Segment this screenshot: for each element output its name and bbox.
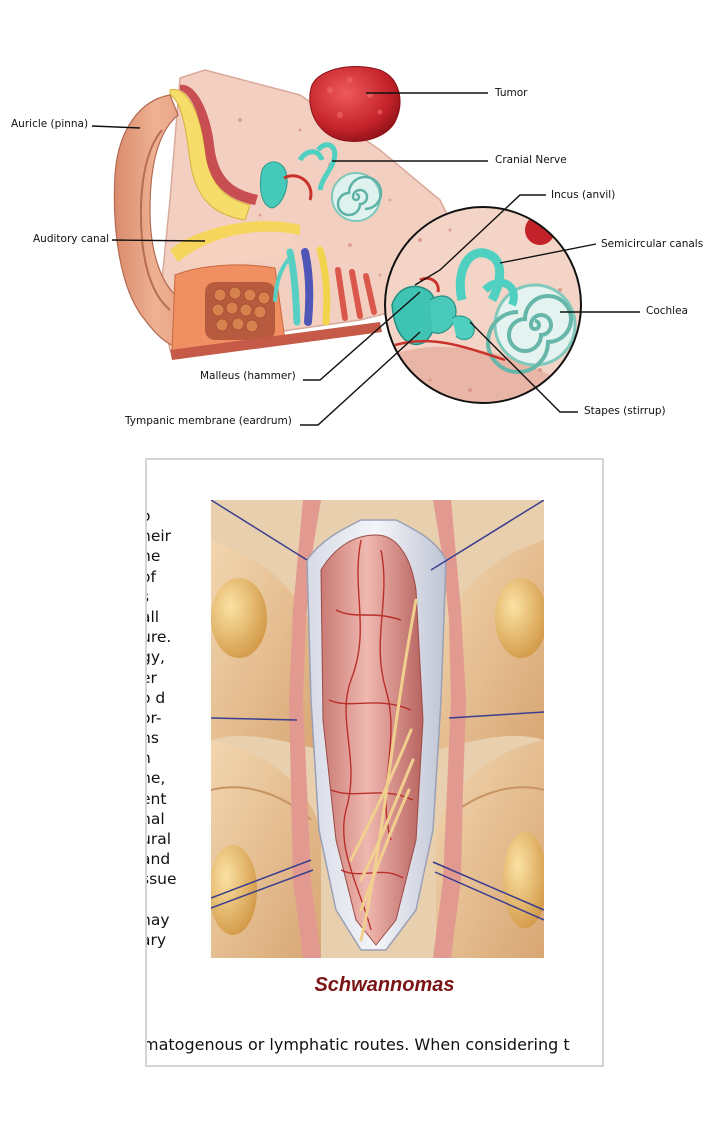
article-card: oheirheofsall ure.gy,ero dor-nsnne,entnal… [145, 458, 604, 1067]
figure-caption: Schwannomas [314, 974, 455, 996]
article-text-line: ary [147, 930, 167, 949]
article-text-line: ne, [147, 769, 166, 788]
label-stapes: Stapes (stirrup) [584, 405, 666, 417]
article-text-line: ent [147, 789, 167, 808]
article-text-line: gy, [147, 648, 165, 667]
article-text-line: n [147, 748, 211, 768]
label-auricle: Auricle (pinna) [11, 118, 89, 130]
article-text-line: er [147, 668, 157, 687]
article-text-line: ure. [147, 628, 172, 647]
article-bottom-line: matogenous or lymphatic routes. When con… [145, 1035, 570, 1054]
article-text-line: of [147, 567, 156, 586]
article-text-line: o d [147, 688, 166, 707]
article-text-line: nay [147, 910, 170, 929]
label-tumor: Tumor [495, 87, 528, 99]
label-cochlea: Cochlea [646, 305, 688, 317]
article-text-line: he [147, 547, 161, 566]
article-text-line [147, 890, 211, 910]
schwannoma-illustration [209, 499, 547, 958]
spinal-surgery-illustration [209, 499, 547, 958]
label-auditory-canal: Auditory canal [33, 233, 110, 245]
article-text-line: and [147, 850, 171, 869]
article-text-line: ssue [147, 870, 177, 889]
label-incus: Incus (anvil) [551, 189, 616, 201]
ear-anatomy-diagram: Auricle (pinna) Auditory canal Tumor Cra… [0, 0, 725, 440]
article-text-line: or- [147, 708, 162, 727]
article-text-line: all [147, 607, 160, 626]
article-text-line: nal [147, 809, 165, 828]
article-text-line: heir [147, 527, 172, 546]
article-text-line: s [147, 587, 211, 607]
article-text-line: ural [147, 830, 172, 848]
article-text-line: ns [147, 729, 159, 748]
label-semicircular-canals: Semicircular canals [601, 238, 704, 250]
label-cranial-nerve: Cranial Nerve [495, 154, 567, 166]
label-malleus: Malleus (hammer) [200, 370, 296, 382]
label-tympanic-membrane: Tympanic membrane (eardrum) [125, 415, 292, 427]
ear-anatomy-illustration [91, 66, 640, 426]
article-text-column: oheirheofsall ure.gy,ero dor-nsnne,entnal… [147, 506, 211, 950]
article-text-line: o [147, 506, 211, 526]
